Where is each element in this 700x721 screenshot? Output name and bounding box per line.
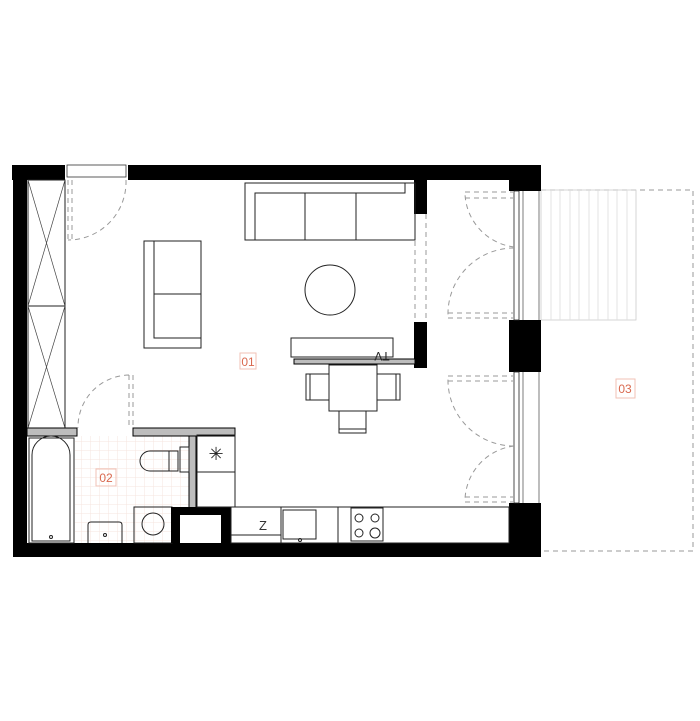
entrance-frame bbox=[66, 164, 127, 178]
fridge: ✳ bbox=[196, 434, 236, 508]
svg-text:03: 03 bbox=[618, 382, 632, 396]
washbasin bbox=[87, 521, 123, 543]
dining-set bbox=[305, 364, 401, 434]
room-label-03: 03 bbox=[615, 378, 636, 399]
kitchen-counter: Z bbox=[230, 506, 510, 544]
svg-text:01: 01 bbox=[241, 355, 255, 369]
tv-unit: TV bbox=[290, 337, 394, 363]
sofa bbox=[244, 182, 416, 241]
dishwasher-symbol: Z bbox=[259, 518, 267, 533]
tv-label: TV bbox=[374, 349, 389, 363]
service-shaft bbox=[171, 507, 231, 543]
balcony-stair-hatch bbox=[540, 189, 637, 321]
kitchen-sink bbox=[282, 509, 317, 542]
room-label-01: 01 bbox=[239, 352, 257, 370]
bathroom-door-swing bbox=[77, 374, 134, 429]
cooktop bbox=[350, 507, 384, 542]
wardrobe bbox=[27, 179, 66, 429]
room-label-02: 02 bbox=[95, 468, 117, 487]
bathtub bbox=[28, 435, 75, 544]
balcony-outline bbox=[540, 189, 694, 552]
exterior-walls bbox=[12, 164, 541, 557]
bathroom-floor bbox=[75, 436, 189, 543]
coffee-table bbox=[304, 264, 356, 316]
fridge-symbol: ✳ bbox=[208, 444, 223, 464]
entrance-door-swing bbox=[67, 179, 127, 241]
balcony-doors bbox=[447, 190, 540, 504]
armchair bbox=[143, 240, 202, 349]
svg-text:02: 02 bbox=[99, 471, 113, 485]
toilet bbox=[139, 446, 190, 473]
